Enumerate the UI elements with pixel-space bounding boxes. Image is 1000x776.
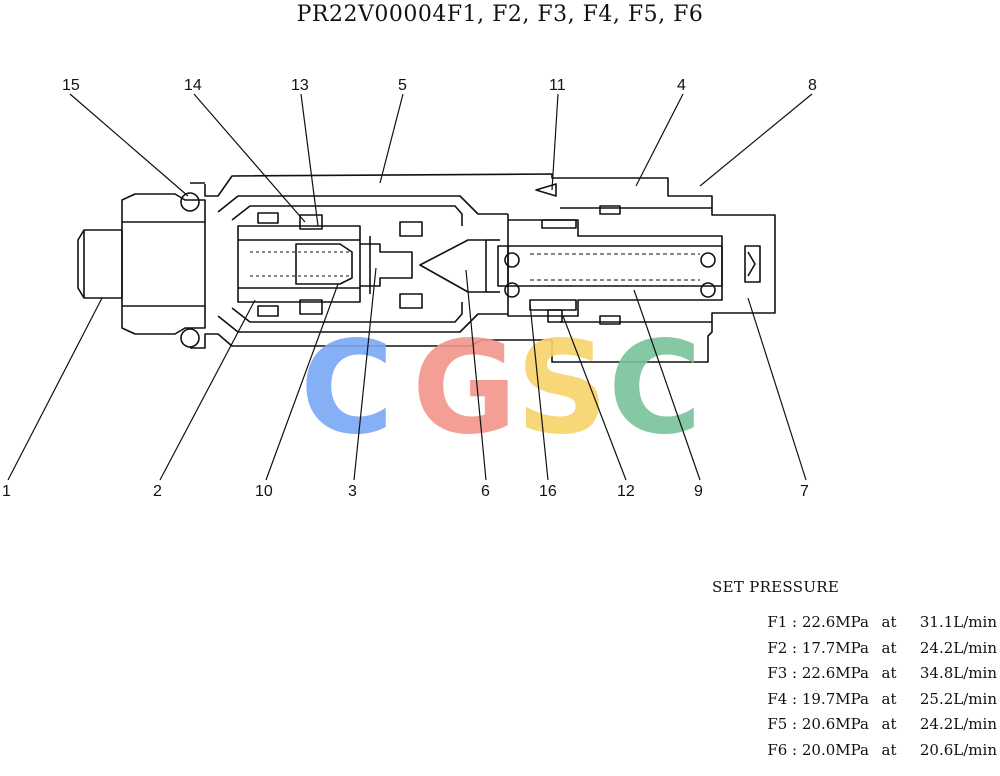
pressure-row-f4: F4 : 19.7MPa at 25.2L/min (712, 687, 997, 713)
at-word: at (881, 638, 897, 657)
watermark-letter-g: G (412, 314, 517, 463)
part-label-3: 3 (348, 483, 357, 500)
part-label-15: 15 (62, 77, 80, 94)
watermark: C G S C (300, 314, 702, 463)
pressure-row-f2: F2 : 17.7MPa at 24.2L/min (712, 636, 997, 662)
part-label-14: 14 (184, 77, 202, 94)
part-label-16: 16 (539, 483, 557, 500)
part-label-8: 8 (808, 77, 817, 94)
watermark-letter-s: S (516, 314, 608, 463)
part-label-10: 10 (255, 483, 273, 500)
o-ring-top (180, 192, 200, 212)
set-pressure-table: SET PRESSURE F1 : 22.6MPa at 31.1L/min F… (712, 578, 997, 764)
part-label-13: 13 (291, 77, 309, 94)
flow-value: 24.2L/min (919, 638, 997, 657)
pressure-value: F4 : 19.7MPa (767, 689, 869, 708)
flow-value: 24.2L/min (919, 715, 997, 734)
pressure-value: F3 : 22.6MPa (767, 664, 869, 683)
set-pressure-title: SET PRESSURE (712, 578, 840, 596)
part-label-6: 6 (481, 483, 490, 500)
at-word: at (881, 715, 897, 734)
part-label-12: 12 (617, 483, 635, 500)
piston-body (237, 225, 361, 303)
part-label-4: 4 (677, 77, 686, 94)
part-numbers: 15 14 13 5 11 4 8 1 2 10 3 6 16 12 9 7 (2, 77, 817, 500)
part-label-1: 1 (2, 483, 11, 500)
flow-value: 34.8L/min (919, 664, 997, 683)
pressure-value: F2 : 17.7MPa (767, 638, 869, 657)
pressure-value: F5 : 20.6MPa (767, 715, 869, 734)
pressure-row-f3: F3 : 22.6MPa at 34.8L/min (712, 661, 997, 687)
pressure-value: F1 : 22.6MPa (767, 613, 869, 631)
set-pressure-rows: F1 : 22.6MPa at 31.1L/min F2 : 17.7MPa a… (712, 610, 997, 764)
pressure-row-f5: F5 : 20.6MPa at 24.2L/min (712, 712, 997, 738)
flow-value: 20.6L/min (919, 740, 997, 759)
o-ring-bottom (180, 328, 200, 348)
watermark-letter-c1: C (300, 314, 394, 463)
part-label-11: 11 (549, 77, 566, 94)
pressure-row-f6: F6 : 20.0MPa at 20.6L/min (712, 738, 997, 764)
part-label-9: 9 (694, 483, 703, 500)
pressure-row-f1: F1 : 22.6MPa at 31.1L/min (712, 610, 997, 636)
hex-nut (121, 182, 206, 335)
housing-outline (190, 173, 776, 363)
at-word: at (881, 689, 897, 708)
part-label-7: 7 (800, 483, 809, 500)
at-word: at (881, 664, 897, 683)
poppet-cone (419, 239, 487, 293)
leader-lines (7, 93, 813, 481)
diagram-title: PR22V00004F1, F2, F3, F4, F5, F6 (296, 2, 704, 27)
at-word: at (881, 740, 897, 759)
watermark-letter-c2: C (608, 314, 702, 463)
part-label-5: 5 (398, 77, 407, 94)
pressure-value: F6 : 20.0MPa (767, 740, 869, 759)
flow-value: 25.2L/min (919, 689, 997, 708)
at-word: at (881, 613, 897, 631)
flow-value: 31.1L/min (919, 613, 997, 631)
part-label-2: 2 (153, 483, 162, 500)
